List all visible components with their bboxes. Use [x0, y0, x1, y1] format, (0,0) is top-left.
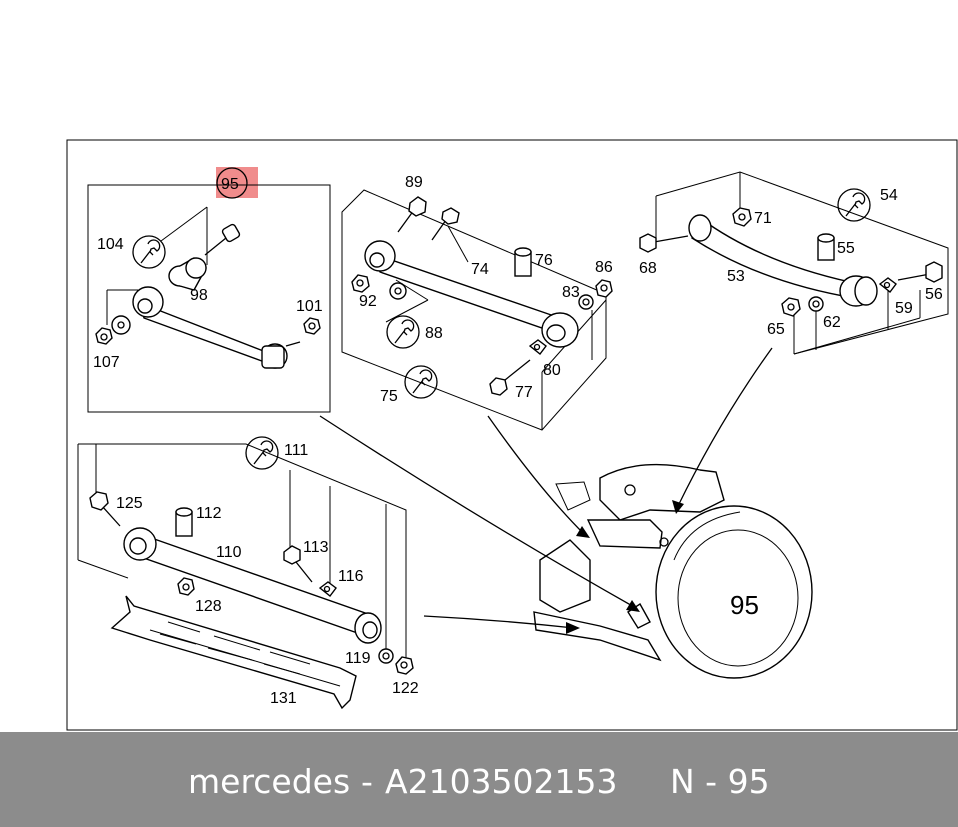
bolt-icon [431, 207, 460, 241]
group-74-box [341, 189, 607, 431]
callout-116[interactable]: 116 [338, 568, 364, 585]
callout-95-circle[interactable] [216, 167, 248, 199]
callout-62[interactable]: 62 [823, 314, 841, 331]
bolt-icon [283, 545, 313, 583]
callout-68[interactable]: 68 [639, 260, 657, 277]
axle-assembly-icon: 95 [533, 463, 813, 679]
group-95-box [87, 184, 331, 413]
washer-icon [808, 296, 824, 312]
nut-icon [95, 327, 113, 345]
callout-111[interactable]: 111 [284, 442, 308, 459]
callout-71[interactable]: 71 [754, 210, 772, 227]
callout-98[interactable]: 98 [190, 287, 208, 304]
guard-panel-icon [110, 595, 357, 710]
group-53-box [655, 171, 949, 355]
callout-122[interactable]: 122 [392, 680, 419, 697]
callout-75[interactable]: 75 [380, 388, 398, 405]
diagram-frame [66, 139, 958, 731]
callout-113[interactable]: 113 [303, 539, 329, 556]
control-arm-icon [364, 240, 579, 348]
callout-77[interactable]: 77 [515, 384, 533, 401]
parts-diagram: 95 [66, 139, 958, 731]
washer-icon [111, 315, 131, 335]
bushing-icon [175, 507, 193, 537]
footer-separator: - [361, 762, 373, 801]
wrench-icon [245, 436, 279, 470]
callout-107[interactable]: 107 [93, 354, 120, 371]
callouts: 104 98 101 107 89 74 76 86 83 92 88 80 7… [93, 174, 943, 707]
callout-86[interactable]: 86 [595, 259, 613, 276]
nut-icon [351, 274, 370, 293]
svg-text:95: 95 [730, 590, 759, 620]
washer-icon [378, 648, 394, 664]
control-arm-icon [123, 527, 382, 644]
control-arm-icon [132, 286, 301, 369]
wrench-icon [386, 315, 420, 349]
clip-icon [528, 339, 547, 355]
nut-icon [781, 297, 801, 317]
nut-icon [177, 577, 195, 596]
footer-reference: N - 95 [670, 762, 770, 801]
callout-80[interactable]: 80 [543, 362, 561, 379]
wrench-icon [404, 365, 438, 399]
footer-part-number: A2103502153 [385, 762, 618, 801]
callout-54[interactable]: 54 [880, 187, 898, 204]
callout-59[interactable]: 59 [895, 300, 913, 317]
control-arm-icon [688, 214, 878, 307]
footer-bar: mercedes - A2103502153 N - 95 [0, 732, 958, 827]
bolt-icon [204, 223, 241, 256]
callout-53[interactable]: 53 [727, 268, 745, 285]
nut-icon [303, 317, 321, 335]
bolt-icon [639, 233, 689, 253]
bolt-icon [489, 359, 531, 396]
bushing-icon [514, 247, 532, 277]
nut-icon [595, 279, 613, 298]
wrench-icon [132, 235, 166, 269]
bolt-icon [397, 196, 427, 233]
callout-83[interactable]: 83 [562, 284, 580, 301]
callout-112[interactable]: 112 [196, 505, 222, 522]
callout-74[interactable]: 74 [471, 261, 489, 278]
callout-55[interactable]: 55 [837, 240, 855, 257]
clip-icon [318, 581, 337, 597]
washer-icon [389, 282, 407, 300]
group-74 [341, 189, 613, 431]
wrench-icon [837, 188, 871, 222]
nut-icon [395, 656, 414, 675]
bushing-icon [817, 233, 835, 261]
callout-101[interactable]: 101 [296, 298, 323, 315]
callout-92[interactable]: 92 [359, 293, 377, 310]
callout-131[interactable]: 131 [270, 690, 297, 707]
nut-icon [732, 207, 752, 227]
group-110 [77, 436, 414, 710]
callout-128[interactable]: 128 [195, 598, 222, 615]
leader-arrows [319, 347, 773, 634]
callout-88[interactable]: 88 [425, 325, 443, 342]
footer-brand: mercedes [188, 762, 351, 801]
highlight-marker [216, 167, 258, 198]
callout-76[interactable]: 76 [535, 252, 553, 269]
callout-56[interactable]: 56 [925, 286, 943, 303]
group-53 [639, 171, 949, 355]
clip-icon [878, 277, 897, 293]
callout-89[interactable]: 89 [405, 174, 423, 191]
callout-110[interactable]: 110 [216, 544, 242, 561]
washer-icon [578, 294, 594, 310]
callout-125[interactable]: 125 [116, 495, 143, 512]
group-110-box [78, 443, 407, 670]
bolt-icon [89, 491, 121, 527]
callout-119[interactable]: 119 [345, 650, 371, 667]
callout-104[interactable]: 104 [97, 236, 124, 253]
bushing-icon [168, 257, 207, 291]
callout-65[interactable]: 65 [767, 321, 785, 338]
group-95 [87, 184, 331, 413]
bolt-icon [897, 261, 943, 283]
